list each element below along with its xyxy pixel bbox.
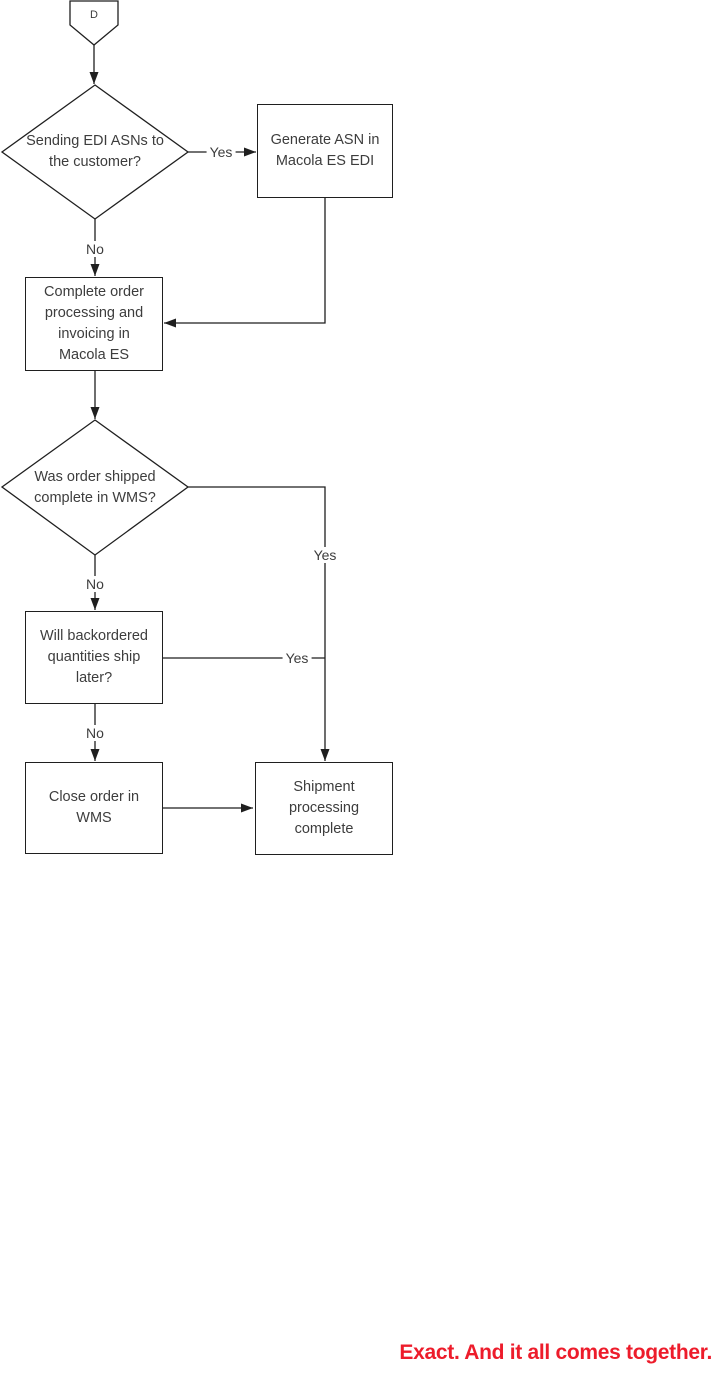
process-backordered-quantities: Will backordered quantities ship later? bbox=[25, 611, 163, 704]
process-generate-asn-label: Generate ASN in Macola ES EDI bbox=[270, 132, 380, 169]
process-complete-order: Complete order processing and invoicing … bbox=[25, 277, 163, 371]
process-shipment-complete-label: Shipment processing complete bbox=[288, 779, 360, 837]
edge-label-shipped-yes: Yes bbox=[310, 547, 340, 563]
process-close-order: Close order in WMS bbox=[25, 762, 163, 854]
exact-tagline: Exact. And it all comes together. bbox=[399, 1341, 712, 1364]
process-shipment-complete: Shipment processing complete bbox=[255, 762, 393, 855]
edge-generate-to-complete bbox=[164, 197, 326, 328]
off-page-connector-label: D bbox=[90, 9, 98, 21]
decision-order-shipped-complete-shape bbox=[0, 419, 190, 556]
process-complete-order-label: Complete order processing and invoicing … bbox=[44, 284, 144, 363]
edge-label-backordered-yes: Yes bbox=[282, 650, 312, 666]
off-page-connector-shape bbox=[69, 0, 119, 46]
process-generate-asn: Generate ASN in Macola ES EDI bbox=[257, 104, 393, 198]
edge-label-backordered-no: No bbox=[83, 725, 107, 741]
edge-label-shipped-no: No bbox=[83, 576, 107, 592]
decision-sending-edi-asns-shape bbox=[0, 84, 190, 220]
process-backordered-quantities-label: Will backordered quantities ship later? bbox=[40, 628, 148, 686]
edge-label-sending-yes: Yes bbox=[206, 144, 236, 160]
edge-label-sending-no: No bbox=[83, 241, 107, 257]
edge-shipped-yes-to-shipment bbox=[188, 486, 330, 761]
process-close-order-label: Close order in WMS bbox=[48, 789, 140, 826]
